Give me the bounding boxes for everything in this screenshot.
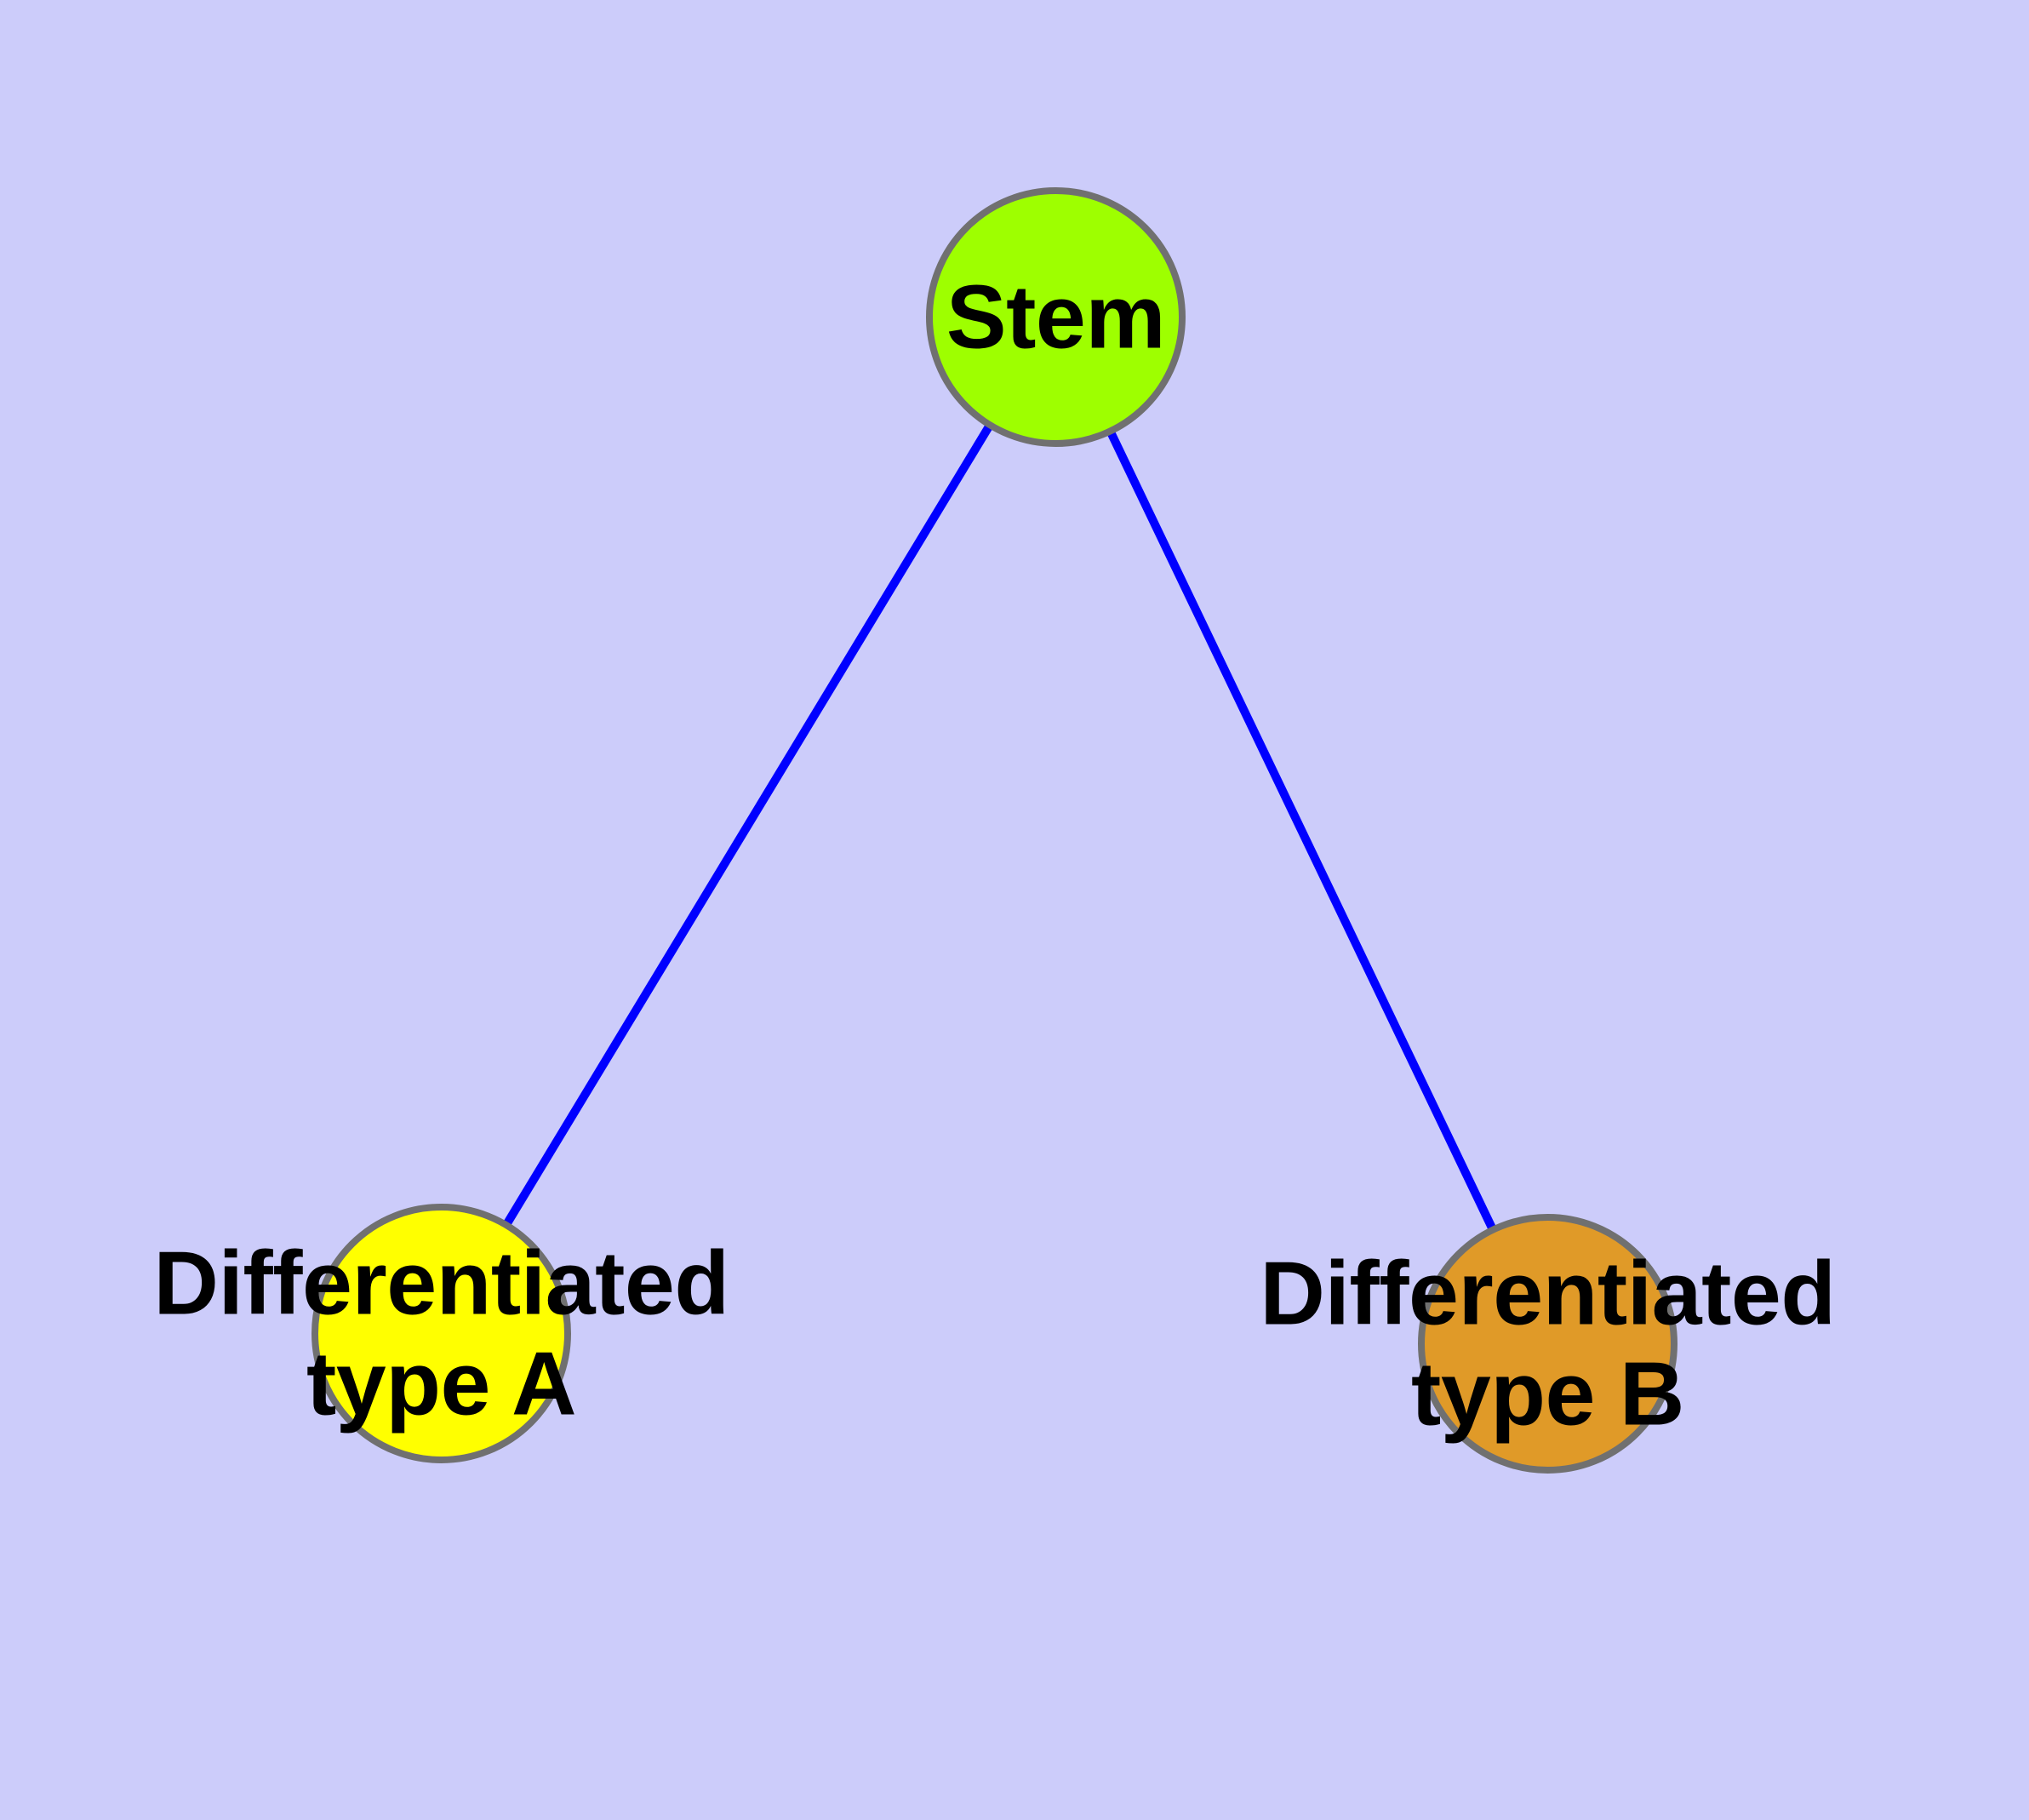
- node-stem[interactable]: Stem: [926, 187, 1186, 447]
- node-label-type-a-line1: Differentiated: [153, 1232, 729, 1333]
- edge-stem-to-type-b[interactable]: [1051, 314, 1552, 1346]
- edge-stem-to-type-a[interactable]: [437, 314, 1060, 1336]
- node-label-type-a-line2: type A: [306, 1333, 577, 1434]
- node-label-stem: Stem: [946, 266, 1166, 368]
- node-label-type-b-line2: type B: [1411, 1343, 1684, 1445]
- node-label-type-b-line1: Differentiated: [1260, 1242, 1836, 1343]
